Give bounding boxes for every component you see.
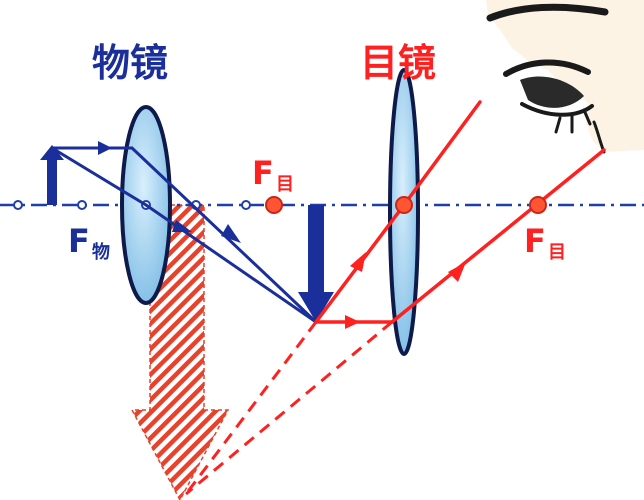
eyepiece-rays (314, 100, 606, 329)
ray-arrowhead (350, 252, 366, 272)
ray-arrowhead (448, 262, 466, 282)
virtual-extensions (184, 320, 393, 496)
focal-point-eyepiece-far (529, 196, 547, 214)
lower-lid (520, 102, 594, 117)
focus-eyepiece-far-sub: 目 (548, 242, 566, 263)
eyepiece-center-point (395, 196, 413, 214)
ray-arrowhead (221, 224, 241, 243)
face-fill (486, 0, 644, 152)
focus-objective-letter: F (68, 222, 90, 260)
object-arrow (40, 145, 64, 205)
ray-center-out (144, 203, 318, 324)
extension-line (184, 321, 318, 495)
ray-arrowhead (98, 141, 112, 155)
upper-lid (503, 59, 591, 77)
focus-eyepiece-near-sub: 目 (276, 174, 294, 195)
real-image-arrow (298, 205, 334, 322)
ray-arrowhead (172, 220, 192, 232)
focal-point-eyepiece-near (265, 196, 283, 214)
axis-point (13, 200, 23, 210)
brow (486, 3, 609, 22)
objective-label: 物镜 (92, 40, 168, 85)
eyepiece-label: 目镜 (360, 40, 436, 85)
extension-line (185, 320, 393, 496)
eye-lashes (554, 108, 592, 134)
focus-eyepiece-near-letter: F (252, 154, 274, 192)
objective-rays (50, 141, 318, 324)
axis-point (241, 200, 251, 210)
focus-eyepiece-far-letter: F (524, 222, 546, 260)
eye-illustration (486, 0, 644, 154)
ray-exit-upper (402, 100, 482, 207)
ray-exit-lower (390, 148, 606, 324)
eyeball (520, 76, 584, 108)
axis-points (13, 200, 251, 210)
ray-center-in (50, 146, 148, 207)
ray-arrowhead (345, 315, 360, 329)
focus-objective-sub: 物 (92, 241, 110, 263)
axis-point (77, 200, 87, 210)
